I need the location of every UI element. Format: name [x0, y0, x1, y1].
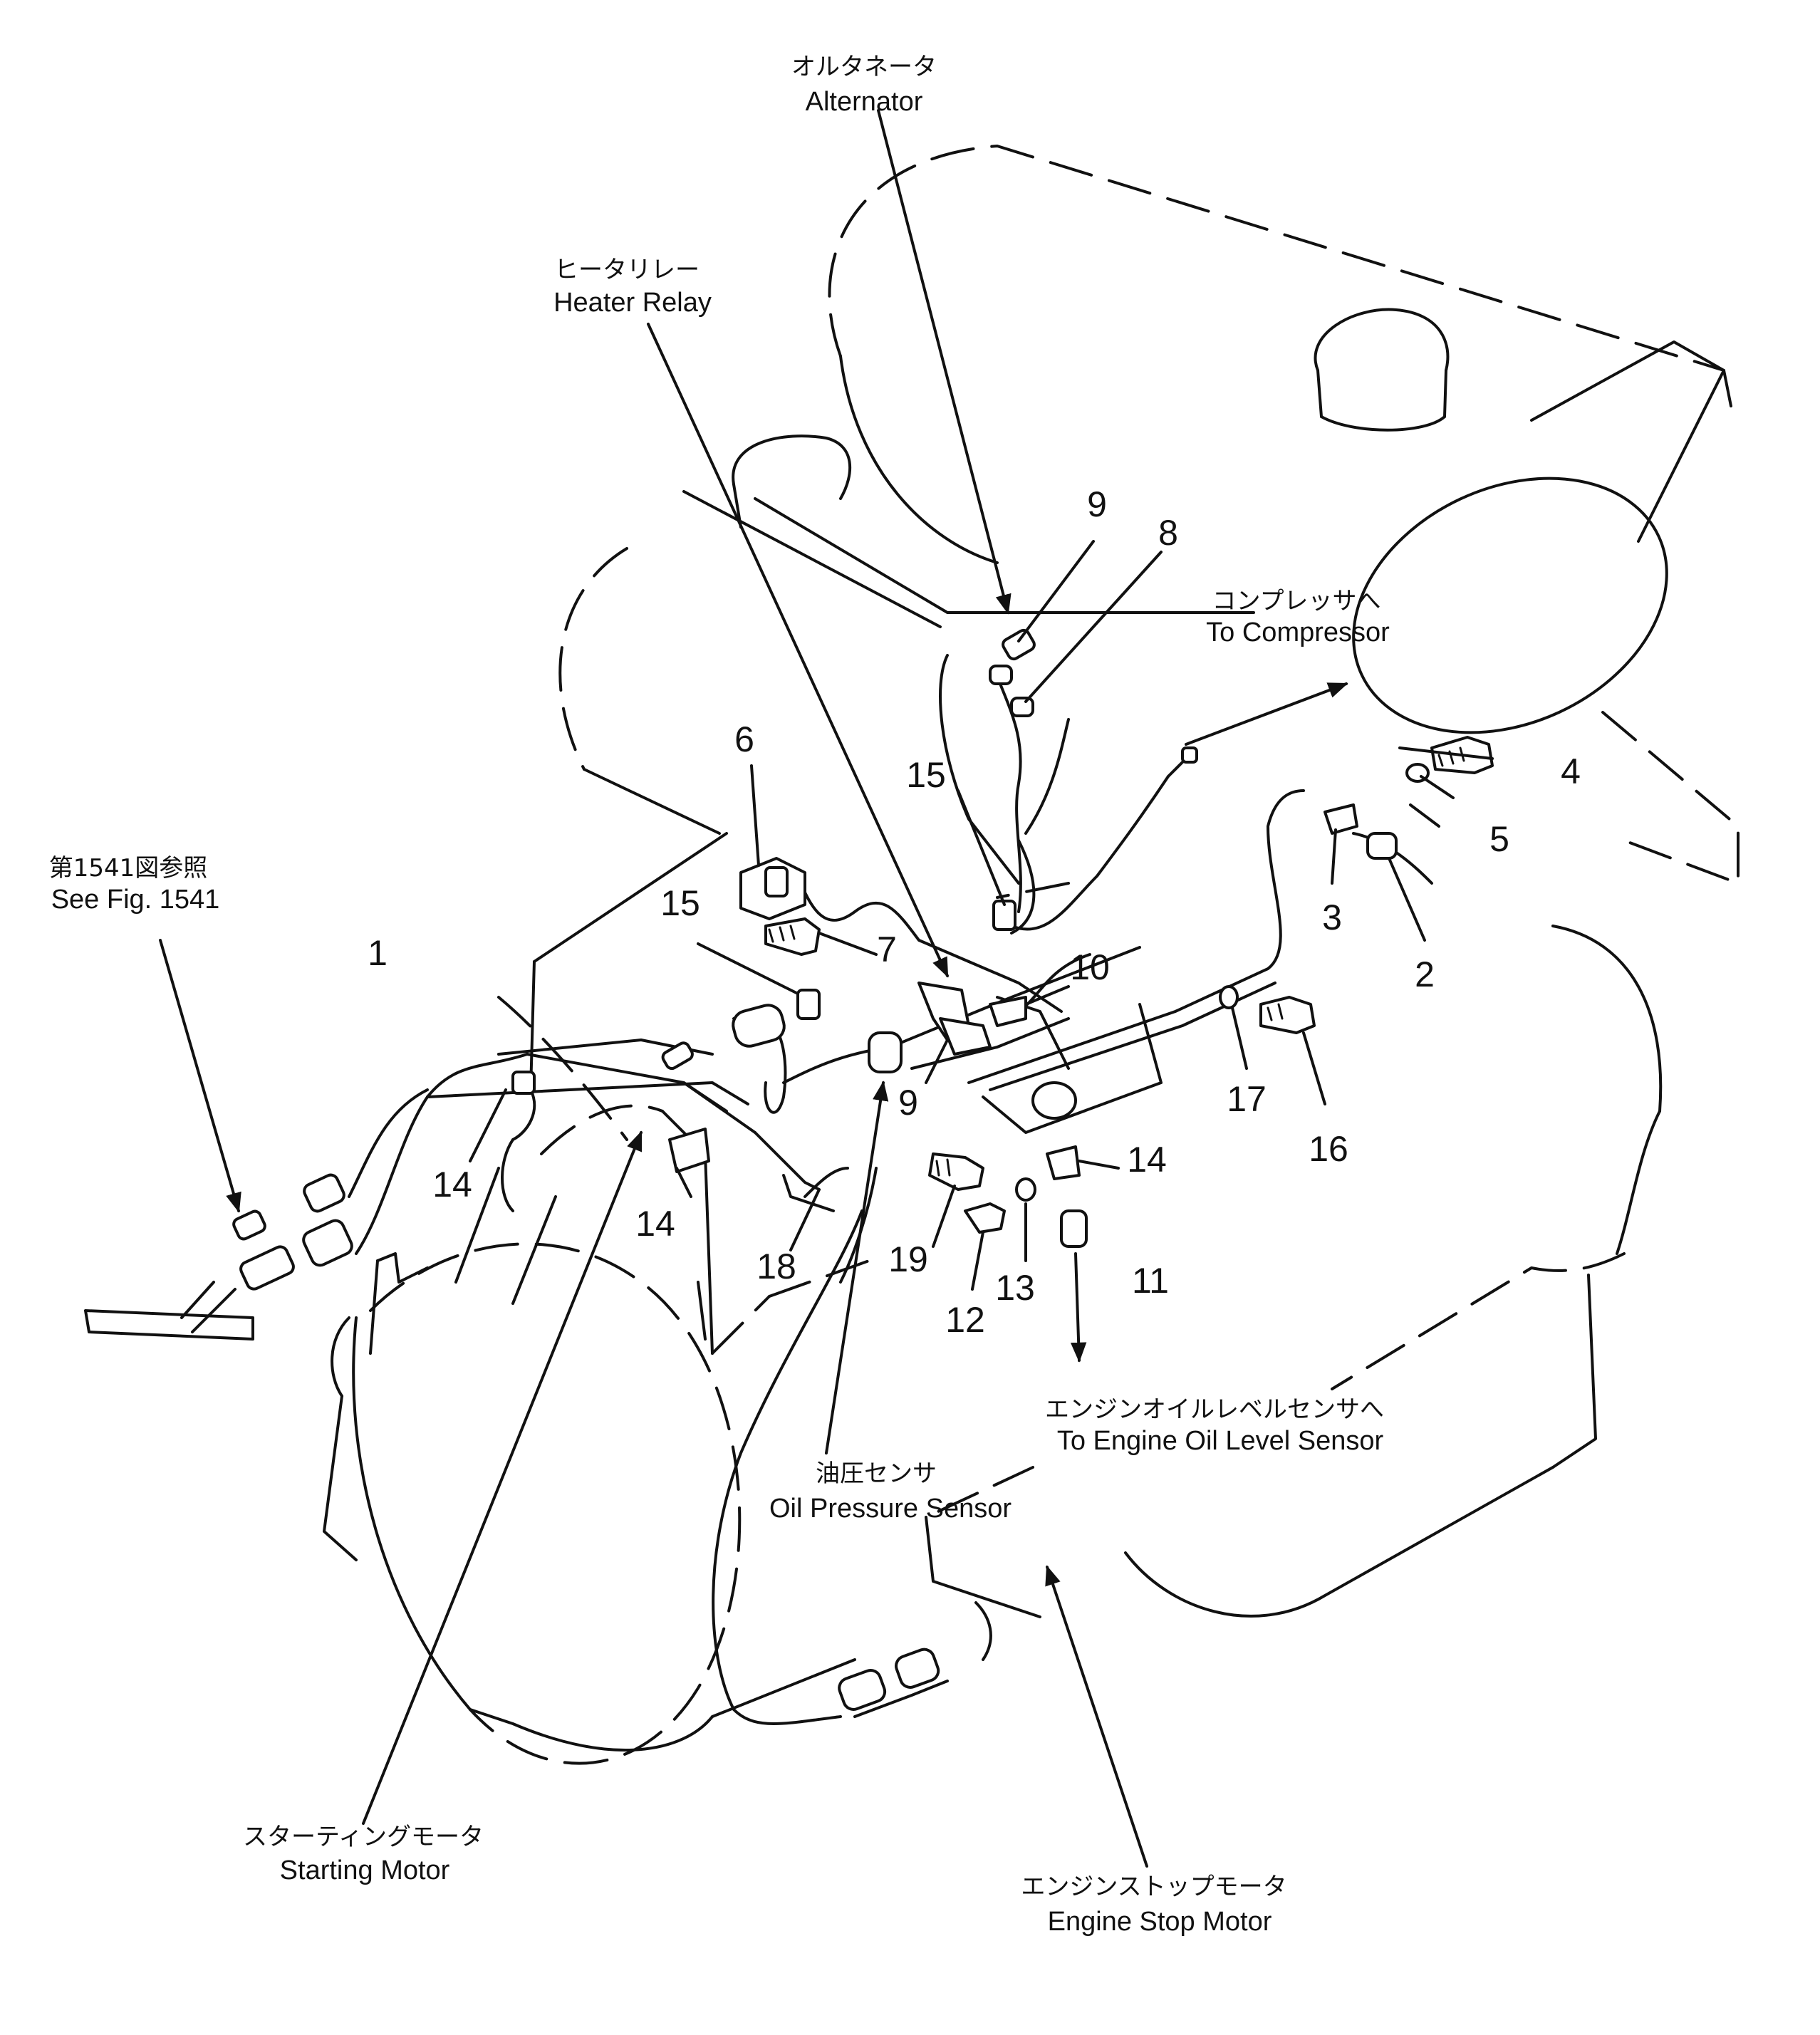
part-number: 12: [945, 1300, 985, 1340]
starting-motor-label-jp: スターティングモータ: [243, 1823, 484, 1851]
part-number: 19: [888, 1239, 928, 1279]
engine-stop-motor-label-en: Engine Stop Motor: [1048, 1907, 1272, 1937]
heater-relay-label-jp: ヒータリレー: [554, 256, 700, 284]
part-number: 2: [1415, 954, 1435, 994]
engine-outline: [323, 145, 1740, 1765]
part-number: 9: [898, 1083, 918, 1123]
part-number: 10: [1070, 947, 1110, 987]
engine-stop-motor-label-jp: エンジンストップモータ: [1021, 1873, 1286, 1901]
part-number: 4: [1561, 751, 1581, 791]
see-fig-label-jp: 第1541図参照: [49, 854, 208, 883]
part-number: 7: [877, 930, 897, 969]
part-number: 15: [906, 755, 946, 795]
wiring-harness: [348, 654, 1433, 1725]
part-number: 11: [1132, 1261, 1169, 1301]
part-number: 6: [734, 719, 754, 759]
part-number: 13: [995, 1268, 1035, 1308]
part-number: 9: [1087, 484, 1107, 524]
alternator-label-jp: オルタネータ: [791, 53, 937, 81]
part-number: 15: [660, 883, 700, 923]
part-number: 3: [1322, 897, 1342, 937]
heater-relay-label-en: Heater Relay: [553, 288, 712, 318]
leader-lines: [159, 109, 1494, 1868]
components: [84, 628, 1494, 1711]
callout-labels: オルタネータ Alternator ヒータリレー Heater Relay コン…: [49, 53, 1390, 1937]
part-number: 14: [635, 1204, 675, 1244]
part-number: 17: [1227, 1079, 1267, 1119]
starting-motor-label-en: Starting Motor: [280, 1856, 450, 1885]
alternator-label-en: Alternator: [806, 87, 923, 117]
oil-pressure-sensor-label-en: Oil Pressure Sensor: [769, 1494, 1012, 1524]
part-number: 14: [432, 1165, 472, 1204]
part-number: 8: [1158, 513, 1178, 553]
oil-level-sensor-label-en: To Engine Oil Level Sensor: [1057, 1426, 1384, 1456]
part-number: 18: [756, 1246, 796, 1286]
compressor-label-jp: コンプレッサへ: [1212, 587, 1381, 615]
oil-pressure-sensor-label-jp: 油圧センサ: [816, 1459, 937, 1488]
part-number: 5: [1489, 819, 1509, 859]
part-numbers: 1 2 3 4 5 6 7 8 9 9 10 11 12 13 14 14 14…: [368, 484, 1581, 1340]
see-fig-label-en: See Fig. 1541: [51, 885, 220, 915]
part-number: 16: [1309, 1129, 1348, 1169]
part-number: 14: [1127, 1140, 1167, 1180]
part-number: 1: [368, 933, 388, 973]
oil-level-sensor-label-jp: エンジンオイルレベルセンサへ: [1045, 1395, 1384, 1424]
compressor-label-en: To Compressor: [1206, 618, 1390, 647]
